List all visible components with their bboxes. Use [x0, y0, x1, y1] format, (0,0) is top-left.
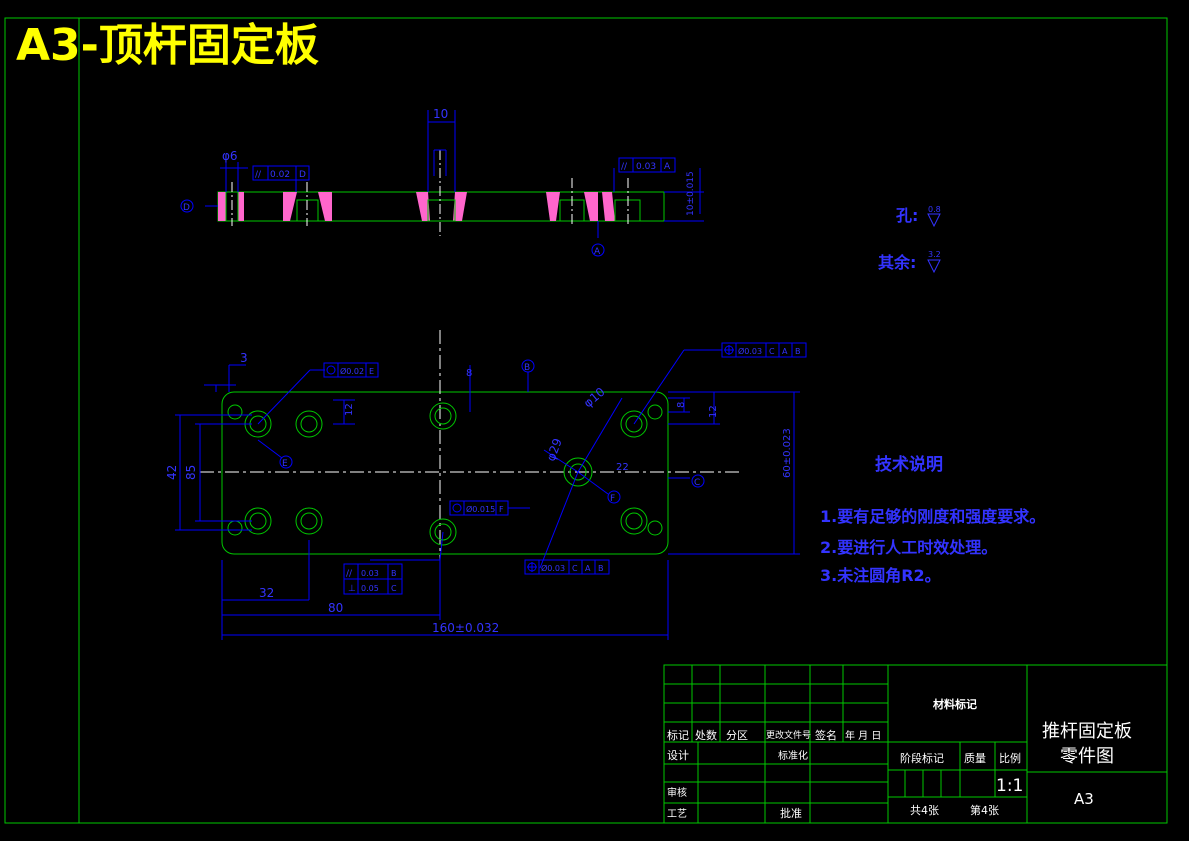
- standardize-label: 标准化: [778, 749, 808, 762]
- tol-frame-parallel-d: // 0.02 D: [252, 165, 310, 181]
- dim-8b: 8: [676, 402, 687, 408]
- weight-label: 质量: [964, 752, 986, 765]
- svg-text:Ø0.02: Ø0.02: [340, 366, 364, 376]
- tol-frame-parallel-a: // 0.03 A: [618, 157, 676, 173]
- datum-a-bubble: [591, 243, 605, 257]
- svg-text:C: C: [391, 584, 397, 593]
- dim-85: 85: [184, 465, 198, 480]
- review-label: 审核: [667, 786, 687, 799]
- process-label: 工艺: [667, 808, 687, 820]
- roughness-notes: 孔: 0.8 其余: 3.2: [878, 205, 941, 274]
- roughness-hole-value: 0.8: [928, 205, 941, 214]
- tol-frame-stack: // 0.03 B ⊥ 0.05 C: [343, 563, 403, 595]
- stage-mark-label: 阶段标记: [900, 751, 944, 765]
- svg-text:D: D: [299, 170, 306, 180]
- dim-phi10: φ10: [581, 385, 608, 411]
- title-block: [663, 664, 1168, 824]
- total-sheets: 共4张: [910, 804, 939, 817]
- format-label: A3: [1074, 790, 1094, 808]
- outer-frame: [4, 17, 1168, 824]
- dim-thickness: 10±0.015: [686, 171, 696, 216]
- svg-text:A: A: [782, 347, 788, 356]
- dim-42: 42: [165, 465, 179, 480]
- svg-text:A: A: [585, 564, 591, 573]
- svg-text:0.02: 0.02: [270, 170, 290, 180]
- svg-text:E: E: [369, 367, 374, 376]
- svg-text:Ø0.03: Ø0.03: [541, 563, 565, 573]
- note-item-2: 2.要进行人工时效处理。: [820, 538, 997, 557]
- datum-a-label: A: [594, 247, 601, 257]
- svg-text:B: B: [598, 564, 604, 573]
- tol-frame-pos-cab-bottom: Ø0.03 C A B: [524, 559, 610, 575]
- top-section-view: 10 φ6 10±0.015 // 0.02 D // 0.03 A D A: [180, 107, 704, 257]
- tol-frame-circ-e: Ø0.02 E: [323, 362, 379, 378]
- datum-c-label: C: [694, 478, 700, 488]
- notes-heading: 技术说明: [875, 454, 943, 475]
- plate-outline: [221, 391, 669, 555]
- header-mark: 标记: [667, 728, 689, 742]
- svg-text:Ø0.015: Ø0.015: [466, 504, 495, 514]
- dim-10: 10: [433, 107, 448, 121]
- technical-notes: 技术说明 1.要有足够的刚度和强度要求。 2.要进行人工时效处理。 3.未注圆角…: [820, 454, 1045, 585]
- title-block-text: 材料标记 推杆固定板 零件图 标记 处数 分区 更改文件号 签名 年 月 日 设…: [667, 697, 1132, 820]
- svg-text:0.05: 0.05: [361, 584, 379, 593]
- section-hatching: [218, 192, 615, 221]
- svg-text:B: B: [795, 347, 801, 356]
- sheet-number: 第4张: [970, 803, 999, 817]
- scale-label: 比例: [999, 751, 1021, 765]
- svg-text:A: A: [664, 162, 671, 172]
- svg-text:0.03: 0.03: [636, 162, 656, 172]
- header-date: 年 月 日: [845, 729, 881, 742]
- scale-value: 1:1: [996, 776, 1023, 796]
- svg-text:Ø0.03: Ø0.03: [738, 346, 762, 356]
- roughness-rest-label: 其余:: [878, 253, 916, 272]
- svg-text:C: C: [572, 564, 578, 573]
- datum-d-label: D: [183, 203, 190, 213]
- dim-60: 60±0.023: [782, 428, 793, 478]
- svg-text://: //: [621, 162, 628, 172]
- header-sign: 签名: [815, 728, 837, 742]
- svg-text:F: F: [499, 505, 504, 514]
- dim-22: 22: [616, 462, 629, 473]
- note-item-3: 3.未注圆角R2。: [820, 566, 941, 585]
- drawing-title: A3-顶杆固定板: [16, 20, 319, 71]
- svg-text:B: B: [391, 569, 397, 578]
- approve-label: 批准: [780, 806, 802, 820]
- part-name: 推杆固定板: [1042, 721, 1132, 742]
- note-item-1: 1.要有足够的刚度和强度要求。: [820, 507, 1045, 526]
- dim-160: 160±0.032: [432, 621, 499, 635]
- svg-text://: //: [255, 170, 262, 180]
- dim-phi29: φ29: [544, 436, 565, 463]
- svg-text:⊥: ⊥: [348, 584, 356, 594]
- material-mark: 材料标记: [933, 697, 977, 711]
- dim-32: 32: [259, 586, 274, 600]
- roughness-rest-value: 3.2: [928, 250, 941, 259]
- svg-text:0.03: 0.03: [361, 569, 379, 578]
- header-change-doc: 更改文件号: [766, 729, 811, 741]
- roughness-hole-label: 孔:: [896, 206, 918, 225]
- header-count: 处数: [695, 729, 717, 742]
- svg-text://: //: [346, 569, 353, 579]
- dim-12b: 12: [708, 405, 719, 418]
- tol-frame-pos-cab-top: Ø0.03 C A B: [721, 342, 807, 358]
- datum-e-label: E: [282, 459, 288, 469]
- dim-80: 80: [328, 601, 343, 615]
- svg-text:C: C: [769, 347, 775, 356]
- inner-frame: [78, 17, 1168, 824]
- drawing-type: 零件图: [1060, 746, 1114, 767]
- plan-view: 3 8 12 8 12 φ10 φ29 22 42 85 60±0.023 32…: [165, 330, 807, 640]
- tol-frame-circ-f: Ø0.015 F: [449, 500, 509, 516]
- datum-b-label: B: [524, 363, 530, 373]
- dim-phi6: φ6: [222, 149, 238, 163]
- design-label: 设计: [667, 749, 689, 762]
- dim-12a: 12: [344, 403, 355, 416]
- datum-d-bubble: [180, 199, 194, 213]
- dim-3: 3: [240, 351, 248, 365]
- dim-8: 8: [466, 368, 472, 379]
- datum-f-label: F: [610, 494, 615, 504]
- header-zone: 分区: [726, 729, 748, 742]
